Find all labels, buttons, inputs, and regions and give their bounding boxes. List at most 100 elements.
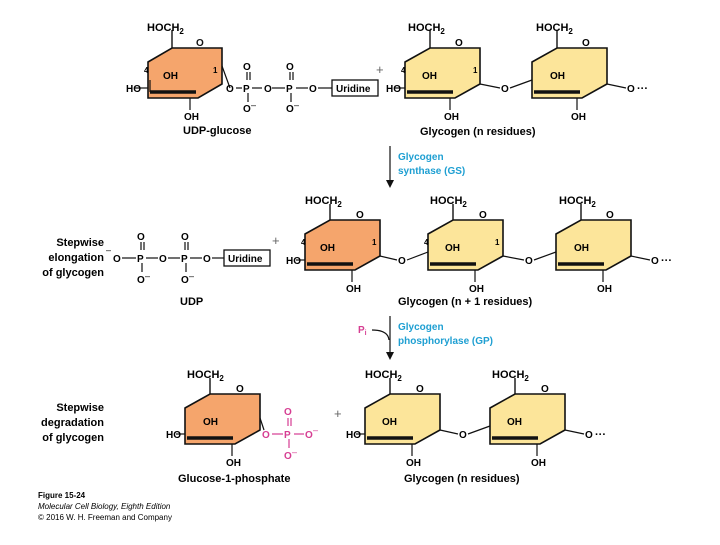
row3-side-label: Stepwise degradation of glycogen — [41, 402, 104, 444]
side-label: Stepwise — [56, 402, 104, 414]
row2-glycogen: HOCH2 O 4 1 OH HO OH O HOCH2 O 4 1 OH OH… — [286, 195, 672, 308]
phosphorus-label: P — [286, 84, 293, 95]
ho-label: HO — [166, 430, 181, 441]
row2-side-label: Stepwise elongation of glycogen — [42, 237, 104, 279]
row3-glycogen: HOCH2 O OH HO OH O HOCH2 O OH OH O ··· G… — [346, 369, 606, 485]
o-label: O — [525, 256, 533, 267]
hoch2-label: HOCH2 — [408, 22, 445, 36]
ellipsis: ··· — [595, 429, 606, 441]
oh-label: OH — [382, 417, 397, 428]
minus-charge: – — [106, 245, 111, 255]
ring-oxygen: O — [541, 384, 549, 395]
plus-sign: + — [334, 406, 342, 421]
hoch2-label: HOCH2 — [187, 369, 224, 383]
hoch2-label: HOCH2 — [305, 195, 342, 209]
o-label: O — [243, 104, 251, 115]
ho-label: HO — [346, 430, 361, 441]
figure-caption: Figure 15-24 Molecular Cell Biology, Eig… — [38, 491, 172, 522]
o-label: O — [286, 104, 294, 115]
caption-line: Molecular Cell Biology, Eighth Edition — [38, 502, 171, 511]
row1-udp-glucose: HOCH2 O 4 1 OH HO OH O P O O – O P O O –… — [126, 22, 379, 137]
oh-label: OH — [445, 243, 460, 254]
side-label: Stepwise — [56, 237, 104, 249]
oh-label: OH — [531, 458, 546, 469]
uridine-box — [331, 79, 379, 97]
oh-label: OH — [203, 417, 218, 428]
synthase-arrow: Glycogen synthase (GS) — [386, 146, 465, 188]
oh-label: OH — [444, 112, 459, 123]
ho-label: HO — [286, 256, 301, 267]
minus-charge: – — [189, 271, 194, 281]
ring-oxygen: O — [479, 210, 487, 221]
oh-label: OH — [226, 458, 241, 469]
o-label: O — [309, 84, 317, 95]
side-label: elongation — [48, 252, 104, 264]
udp-glucose-label: UDP-glucose — [183, 125, 251, 137]
o-label: O — [226, 84, 234, 95]
phosphate-o: O — [262, 430, 270, 441]
ring-oxygen: O — [236, 384, 244, 395]
caption-line: © 2016 W. H. Freeman and Company — [38, 513, 172, 522]
o-label: O — [501, 84, 509, 95]
oh-label: OH — [574, 243, 589, 254]
o-label: O — [137, 275, 145, 286]
o-label: O — [159, 254, 167, 265]
oh-label: OH — [507, 417, 522, 428]
o-label: O — [181, 275, 189, 286]
minus-charge: – — [292, 447, 297, 457]
pi-label: Pi — [358, 325, 367, 337]
row3-glucose-1-phosphate: HOCH2 O OH HO OH O P O O – O – Glucose-1… — [166, 369, 318, 485]
ring-oxygen: O — [356, 210, 364, 221]
carbon-4: 4 — [144, 66, 149, 75]
minus-charge: – — [251, 100, 256, 110]
o-label: O — [113, 254, 121, 265]
phosphorus-label: P — [181, 254, 188, 265]
hoch2-label: HOCH2 — [365, 369, 402, 383]
phosphate-o: O — [284, 451, 292, 462]
uridine-label: Uridine — [228, 254, 263, 265]
plus-sign: + — [376, 62, 384, 77]
hoch2-label: HOCH2 — [147, 22, 184, 36]
phosphate-o: O — [305, 430, 313, 441]
o-label: O — [459, 430, 467, 441]
row1-glycogen: HOCH2 O 4 1 OH HO OH O HOCH2 O OH OH O ·… — [386, 22, 648, 138]
hoch2-label: HOCH2 — [430, 195, 467, 209]
enzyme-label: Glycogen — [398, 322, 444, 333]
oh-label: OH — [422, 71, 437, 82]
ring-oxygen: O — [455, 38, 463, 49]
caption-line: Figure 15-24 — [38, 491, 86, 500]
side-label: of glycogen — [42, 267, 104, 279]
row2-udp: – O P O O – O P O O – O Uridine UDP — [106, 232, 271, 308]
plus-sign: + — [272, 233, 280, 248]
minus-charge: – — [145, 271, 150, 281]
oh-label: OH — [597, 284, 612, 295]
oh-label: OH — [320, 243, 335, 254]
o-label: O — [137, 232, 145, 243]
oh-label: OH — [571, 112, 586, 123]
o-label: O — [203, 254, 211, 265]
o-label: O — [651, 256, 659, 267]
o-label: O — [264, 84, 272, 95]
glycogen-n-label: Glycogen (n residues) — [404, 473, 520, 485]
carbon-4: 4 — [424, 238, 429, 247]
oh-label: OH — [469, 284, 484, 295]
oh-label: OH — [184, 112, 199, 123]
hoch2-label: HOCH2 — [559, 195, 596, 209]
o-label: O — [181, 232, 189, 243]
phosphate-p: P — [284, 430, 291, 441]
o-label: O — [398, 256, 406, 267]
carbon-1: 1 — [473, 66, 478, 75]
carbon-1: 1 — [372, 238, 377, 247]
ring-oxygen: O — [416, 384, 424, 395]
oh-label: OH — [406, 458, 421, 469]
enzyme-label: Glycogen — [398, 152, 444, 163]
o-label: O — [585, 430, 593, 441]
enzyme-label: phosphorylase (GP) — [398, 336, 493, 347]
phosphate-o: O — [284, 407, 292, 418]
ellipsis: ··· — [661, 255, 672, 267]
ho-label: HO — [386, 84, 401, 95]
ellipsis: ··· — [637, 83, 648, 95]
udp-label: UDP — [180, 296, 203, 308]
